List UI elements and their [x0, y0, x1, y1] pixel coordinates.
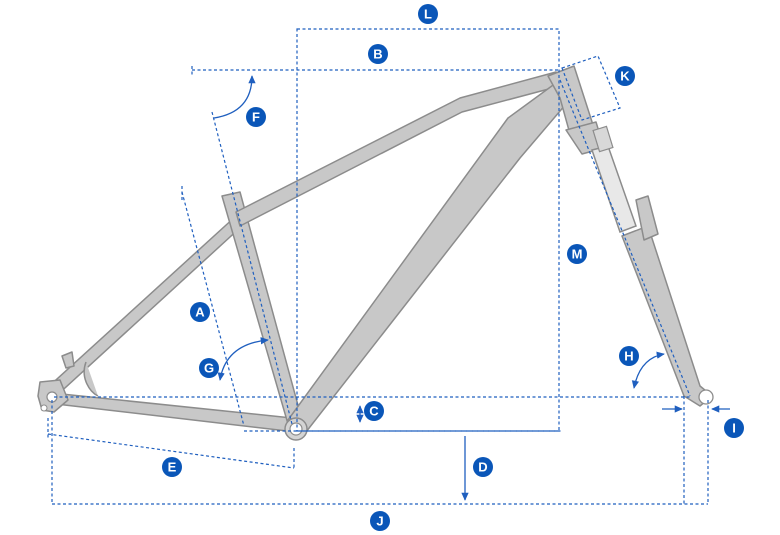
svg-text:G: G — [204, 361, 214, 376]
label-A: A — [190, 302, 210, 322]
label-G: G — [199, 358, 219, 378]
down-tube — [287, 79, 567, 433]
dimension-lines — [47, 28, 709, 505]
front-axle — [698, 389, 714, 405]
svg-text:C: C — [369, 404, 379, 419]
label-J: J — [370, 511, 390, 531]
svg-text:M: M — [572, 247, 583, 262]
suspension-fork — [565, 121, 714, 407]
svg-text:D: D — [478, 460, 487, 475]
rear-brace — [83, 361, 99, 397]
label-C: C — [364, 401, 384, 421]
brake-mount — [61, 351, 75, 369]
svg-text:K: K — [620, 69, 630, 84]
label-M: M — [567, 244, 587, 264]
dimension-arrows — [213, 75, 730, 501]
label-B: B — [368, 44, 388, 64]
chain-stay — [51, 392, 297, 433]
label-F: F — [246, 107, 266, 127]
label-H: H — [619, 346, 639, 366]
svg-text:H: H — [624, 349, 633, 364]
label-E: E — [162, 457, 182, 477]
label-L: L — [418, 4, 438, 24]
svg-text:A: A — [195, 305, 205, 320]
label-I: I — [724, 418, 744, 438]
svg-text:I: I — [732, 421, 736, 436]
svg-text:J: J — [376, 514, 383, 529]
svg-text:B: B — [373, 47, 382, 62]
svg-text:F: F — [252, 110, 260, 125]
svg-text:E: E — [168, 460, 177, 475]
svg-text:L: L — [424, 7, 432, 22]
label-D: D — [473, 457, 493, 477]
label-K: K — [615, 66, 635, 86]
bike-frame — [37, 65, 595, 441]
